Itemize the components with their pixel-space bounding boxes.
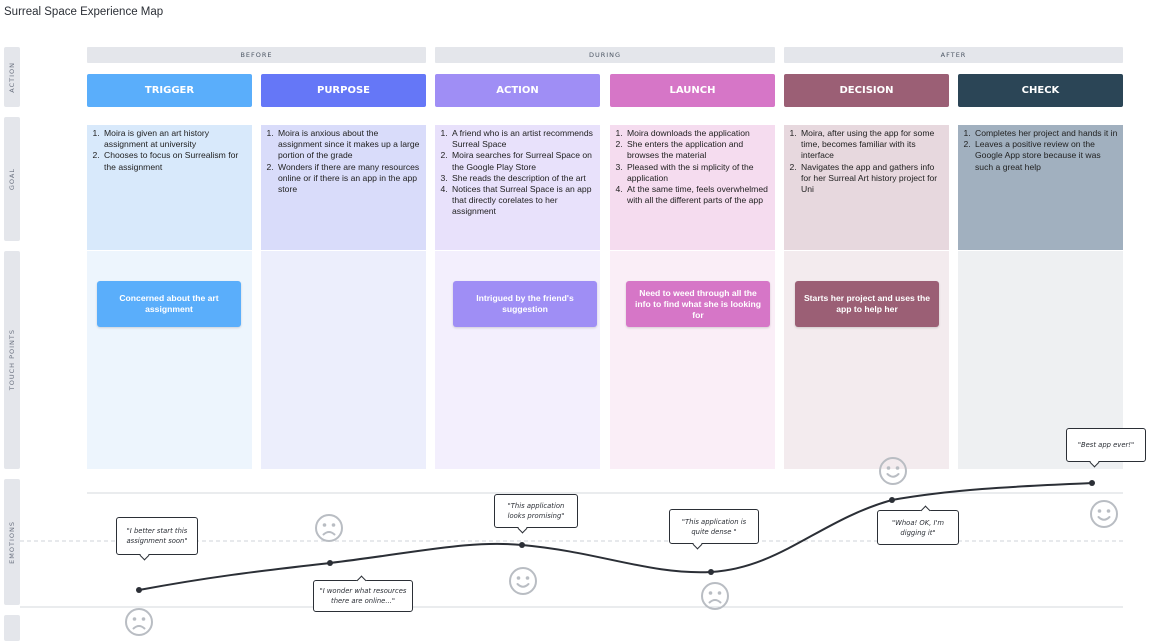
goal-card-action: A friend who is an artist recommends Sur… <box>435 125 600 250</box>
stage-header-launch: LAUNCH <box>610 74 775 107</box>
emotion-quote-action: "This application looks promising" <box>494 494 578 528</box>
stage-header-decision: DECISION <box>784 74 949 107</box>
emotion-quote-launch: "This application is quite dense " <box>669 509 759 544</box>
goal-item: Moira is anxious about the assignment si… <box>276 128 423 162</box>
touchpoint-card-trigger: Concerned about the art assignment <box>97 281 241 327</box>
emotion-curve <box>138 482 1093 591</box>
touchpoint-card-action: Intrigued by the friend's suggestion <box>453 281 597 327</box>
stage-header-check: CHECK <box>958 74 1123 107</box>
emotion-quote-trigger: "I better start this assignment soon" <box>116 517 198 555</box>
goal-item: Pleased with the si mplicity of the appl… <box>625 162 772 184</box>
goal-item: Moira is given an art history assignment… <box>102 128 249 150</box>
goal-item: At the same time, feels overwhelmed with… <box>625 184 772 206</box>
stage-header-purpose: PURPOSE <box>261 74 426 107</box>
emotion-point <box>327 560 333 566</box>
goal-item: Moira, after using the app for some time… <box>799 128 946 162</box>
happy-face-icon <box>879 457 907 485</box>
happy-face-icon <box>509 567 537 595</box>
row-label-action: ACTION <box>4 47 20 107</box>
row-label-extra <box>4 615 20 641</box>
goal-item: Moira searches for Surreal Space on the … <box>450 150 597 172</box>
goal-item: Wonders if there are many resources onli… <box>276 162 423 196</box>
goal-card-check: Completes her project and hands it in Le… <box>958 125 1123 250</box>
goal-item: A friend who is an artist recommends Sur… <box>450 128 597 150</box>
goal-item: Notices that Surreal Space is an app tha… <box>450 184 597 218</box>
goal-item: Moira downloads the application <box>625 128 772 139</box>
row-label-emotions: EMOTIONS <box>4 479 20 605</box>
row-label-touch-points: TOUCH POINTS <box>4 251 20 469</box>
row-label-goal: GOAL <box>4 117 20 241</box>
goal-item: Leaves a positive review on the Google A… <box>973 139 1120 173</box>
emotion-quote-check: "Best app ever!" <box>1066 428 1146 462</box>
happy-face-icon <box>1090 500 1118 528</box>
phase-before: BEFORE <box>87 47 426 63</box>
emotion-point <box>136 587 142 593</box>
touchpoint-card-launch: Need to weed through all the info to fin… <box>626 281 770 327</box>
emotion-quote-decision: "Whoa! OK, I'm digging it" <box>877 510 959 545</box>
goal-card-trigger: Moira is given an art history assignment… <box>87 125 252 250</box>
emotion-quote-purpose: "I wonder what resources there are onlin… <box>313 580 413 612</box>
phase-during: DURING <box>435 47 775 63</box>
sad-face-icon <box>315 514 343 542</box>
goal-card-launch: Moira downloads the application She ente… <box>610 125 775 250</box>
goal-item: Navigates the app and gathers info for h… <box>799 162 946 196</box>
phase-after: AFTER <box>784 47 1123 63</box>
goal-item: Chooses to focus on Surrealism for the a… <box>102 150 249 172</box>
emotion-point <box>708 569 714 575</box>
goal-card-purpose: Moira is anxious about the assignment si… <box>261 125 426 250</box>
goal-item: She enters the application and browses t… <box>625 139 772 161</box>
goal-card-decision: Moira, after using the app for some time… <box>784 125 949 250</box>
emotion-point <box>889 497 895 503</box>
emotion-point <box>519 542 525 548</box>
sad-face-icon <box>701 582 729 610</box>
stage-header-trigger: TRIGGER <box>87 74 252 107</box>
board-title: Surreal Space Experience Map <box>4 6 164 18</box>
sad-face-icon <box>125 608 153 636</box>
touchpoint-column-purpose <box>261 251 426 469</box>
goal-item: She reads the description of the art <box>450 173 597 184</box>
stage-header-action: ACTION <box>435 74 600 107</box>
emotion-point <box>1089 480 1095 486</box>
goal-item: Completes her project and hands it in <box>973 128 1120 139</box>
touchpoint-card-decision: Starts her project and uses the app to h… <box>795 281 939 327</box>
